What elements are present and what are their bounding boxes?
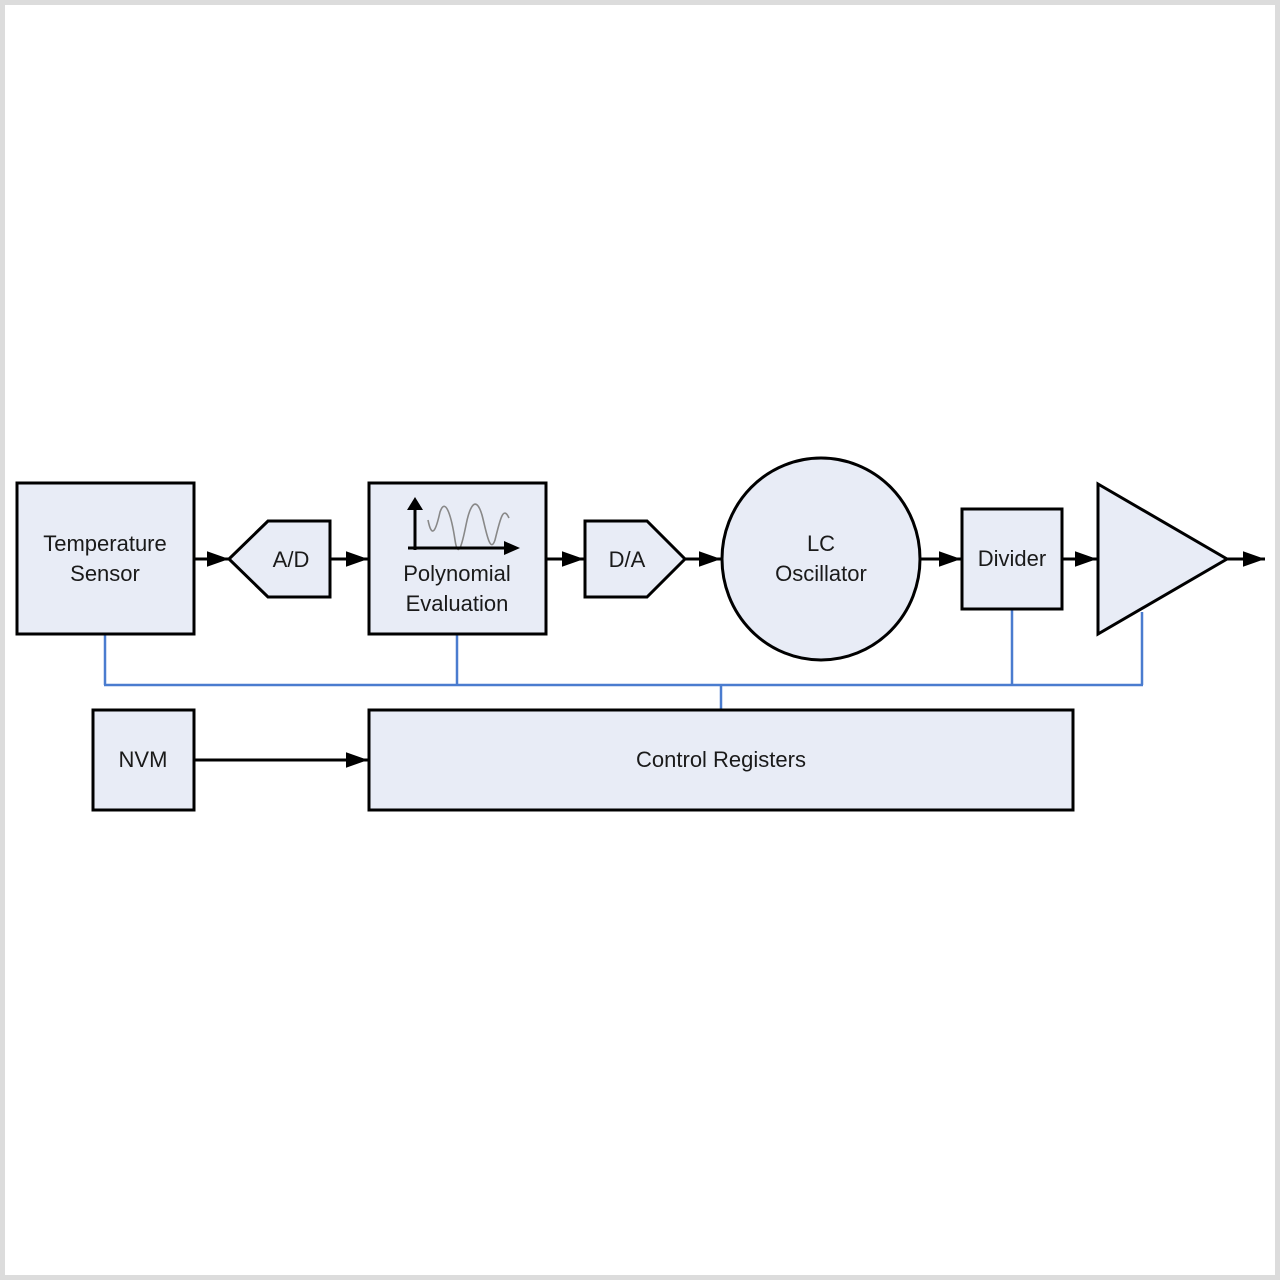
temperature-sensor-label-line2: Sensor: [70, 561, 140, 586]
control-registers-label: Control Registers: [636, 747, 806, 772]
divider-block: Divider: [960, 507, 1064, 611]
temperature-sensor-block: Temperature Sensor: [15, 481, 196, 636]
polynomial-evaluation-label-line2: Evaluation: [406, 591, 509, 616]
amplifier-block: [1096, 481, 1230, 637]
adc-label: A/D: [273, 547, 310, 572]
nvm-label: NVM: [119, 747, 168, 772]
dac-block: D/A: [583, 519, 688, 599]
dac-label: D/A: [609, 547, 646, 572]
block-diagram: Temperature Sensor A/D Polynomial Evalua…: [15, 456, 1265, 812]
polynomial-evaluation-label-line1: Polynomial: [403, 561, 511, 586]
amplifier-triangle-icon: [1096, 481, 1230, 637]
control-bus: [103, 609, 1144, 710]
lc-oscillator-block: LC Oscillator: [720, 456, 922, 662]
nvm-block: NVM: [91, 708, 196, 812]
polynomial-evaluation-block: Polynomial Evaluation: [367, 481, 548, 636]
lc-oscillator-label-line2: Oscillator: [775, 561, 867, 586]
lc-oscillator-label-line1: LC: [807, 531, 835, 556]
waveform-plot-icon: [407, 497, 520, 555]
temperature-sensor-label-line1: Temperature: [43, 531, 167, 556]
adc-block: A/D: [226, 519, 332, 599]
divider-label: Divider: [978, 546, 1046, 571]
signal-arrows: [194, 551, 1265, 768]
control-registers-block: Control Registers: [367, 708, 1075, 812]
